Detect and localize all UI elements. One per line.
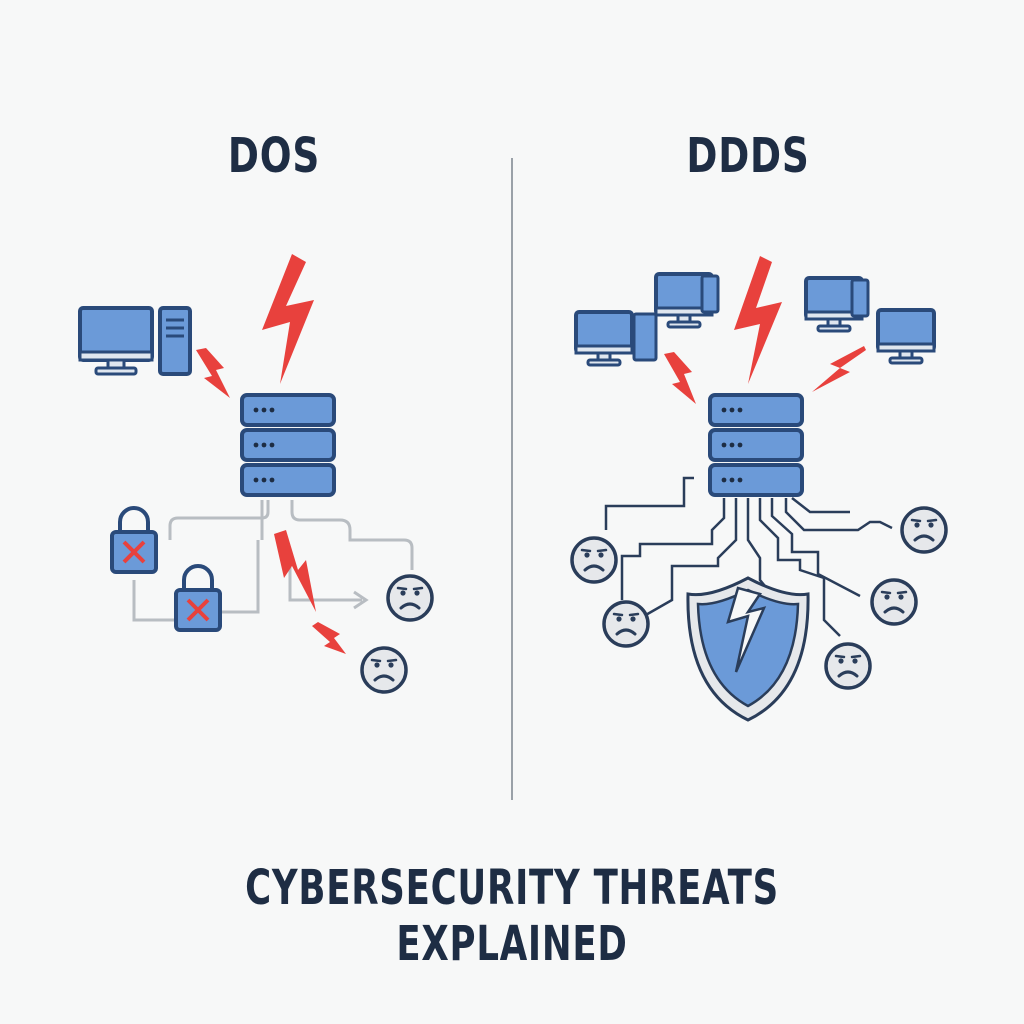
padlock-icon bbox=[174, 564, 222, 632]
desktop-computer-icon bbox=[876, 308, 936, 365]
ddos-panel bbox=[570, 256, 948, 722]
broken-shield-icon bbox=[686, 576, 810, 722]
desktop-computer-icon bbox=[78, 306, 192, 376]
dos-title: DOS bbox=[227, 128, 321, 184]
lightning-icon bbox=[262, 254, 314, 384]
lightning-icon bbox=[274, 530, 316, 612]
network-connections bbox=[132, 500, 414, 622]
lightning-icon bbox=[196, 348, 230, 398]
sad-face-icon bbox=[360, 646, 408, 694]
page-caption: CYBERSECURITY THREATS EXPLAINED bbox=[245, 860, 779, 972]
sad-face-icon bbox=[602, 600, 650, 648]
tower-icon bbox=[632, 312, 658, 362]
lightning-icon bbox=[312, 622, 346, 654]
tower-icon bbox=[850, 278, 870, 318]
sad-face-icon bbox=[900, 506, 948, 554]
server-icon bbox=[240, 393, 336, 497]
ddos-title: DDDS bbox=[686, 128, 810, 184]
tower-icon bbox=[700, 274, 720, 314]
lightning-icon bbox=[734, 256, 782, 384]
server-icon bbox=[708, 393, 804, 497]
dos-panel bbox=[78, 254, 434, 694]
desktop-computer-icon bbox=[574, 310, 634, 367]
sad-face-icon bbox=[870, 578, 918, 626]
padlock-icon bbox=[110, 506, 158, 574]
lightning-icon bbox=[812, 346, 866, 392]
lightning-icon bbox=[664, 352, 696, 404]
sad-face-icon bbox=[570, 536, 618, 584]
sad-face-icon bbox=[824, 642, 872, 690]
sad-face-icon bbox=[386, 574, 434, 622]
